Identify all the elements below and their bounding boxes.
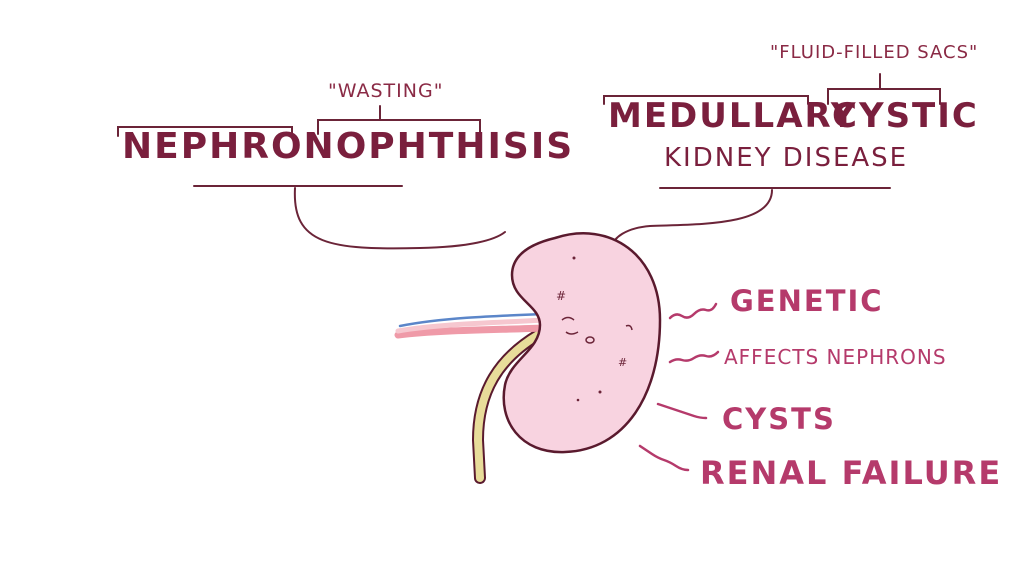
nephronophthisis-label: NEPHRONOPHTHISIS (122, 126, 575, 167)
vein (398, 312, 547, 328)
kidney-disease-label: KIDNEY DISEASE (664, 143, 909, 173)
svg-text:#: # (618, 356, 627, 369)
wasting-label: "WASTING" (328, 80, 444, 102)
feature-renal-failure: RENAL FAILURE (700, 454, 1003, 492)
kidney (502, 232, 662, 454)
neph-connector (293, 187, 506, 250)
mckd-connector (611, 189, 773, 247)
cysts-squiggle (656, 402, 708, 420)
feature-affects-nephrons: AFFECTS NEPHRONS (724, 345, 947, 369)
genetic-squiggle (668, 302, 718, 320)
neph-bracket-right (317, 119, 481, 135)
neph-bracket-left (117, 126, 293, 137)
feature-genetic: GENETIC (730, 284, 884, 318)
nephrons-squiggle (668, 350, 720, 364)
medullary-bracket (603, 95, 809, 105)
renal-squiggle (638, 444, 690, 472)
medullary-label: MEDULLARY (608, 96, 858, 136)
cystic-label: CYSTIC (832, 96, 979, 136)
svg-text:#: # (556, 289, 566, 303)
cystic-bracket (827, 88, 941, 105)
fluid-filled-label: "FLUID-FILLED SACS" (770, 42, 979, 63)
artery (394, 324, 549, 339)
feature-cysts: CYSTS (722, 402, 836, 436)
